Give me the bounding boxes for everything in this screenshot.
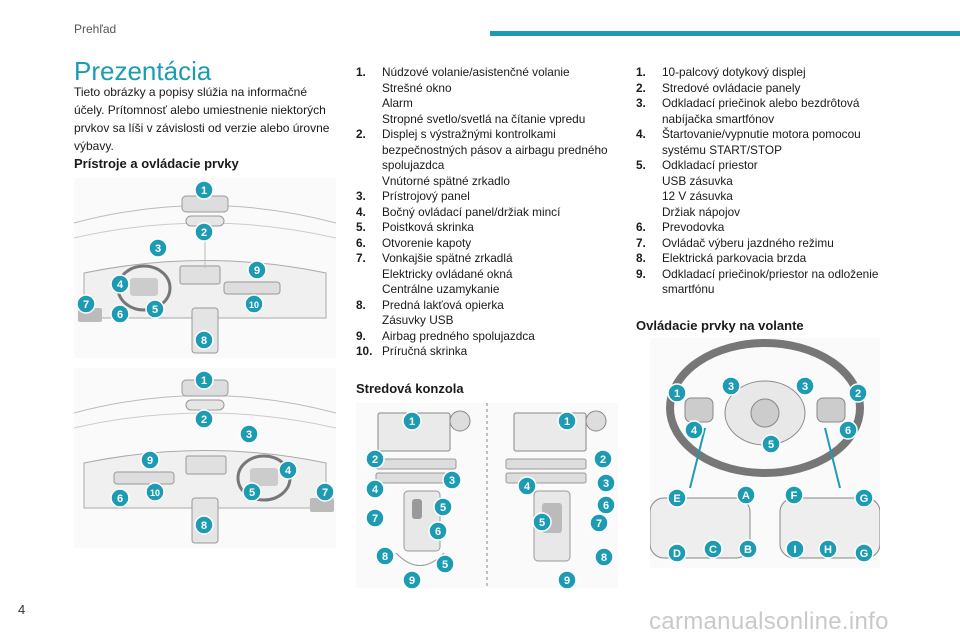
list-item-number: 10. <box>356 344 373 358</box>
intro-paragraph: Tieto obrázky a popisy slúžia na informa… <box>74 85 330 153</box>
list-item-number: 4. <box>636 127 646 141</box>
list-item: 9. Airbag predného spolujazdca <box>356 329 616 345</box>
list-item-text: Prístrojový panel <box>382 189 470 203</box>
list-item: 1. 10-palcový dotykový displej <box>636 65 896 81</box>
list-item-text: Odkladací priestor <box>662 158 758 172</box>
list-item-number: 7. <box>636 235 646 250</box>
list-item: 4. Štartovanie/vypnutie motora pomocou sy… <box>636 127 896 158</box>
list-item-text: Držiak nápojov <box>662 204 741 219</box>
list-item-text: Predná lakťová opierka <box>382 297 504 312</box>
list-item-text: Elektrická parkovacia brzda <box>662 251 807 265</box>
list-item-number: 8. <box>636 251 646 265</box>
list-item-text: Stredové ovládacie panely <box>662 80 801 95</box>
list-item-number: 2. <box>636 80 646 95</box>
list-item-number: 1. <box>636 65 646 79</box>
list-item: 7. Ovládač výberu jazdného režimu <box>636 236 896 252</box>
header-section-label: Prehľad <box>74 22 117 36</box>
dashboard-lhd-illustration <box>74 178 336 358</box>
console-numbered-list: 1. 10-palcový dotykový displej 2. Stredové … <box>636 65 896 298</box>
list-item-text: Odkladací priečinok alebo bezdrôtová nab… <box>662 96 860 126</box>
list-item: 3. Odkladací priečinok alebo bezdrôtová n… <box>636 96 896 127</box>
list-item-number: 9. <box>636 266 646 281</box>
list-item-number: 6. <box>636 220 646 234</box>
list-item-text: Núdzové volanie/asistenčné volanie <box>382 65 570 79</box>
list-item-number: 3. <box>356 189 366 203</box>
watermark: carmanualsonline.info <box>649 608 889 635</box>
list-item-number: 4. <box>356 204 366 219</box>
list-item: 10. Príručná skrinka <box>356 344 616 360</box>
center-console-heading: Stredová konzola <box>356 381 464 396</box>
header-accent-bar <box>490 31 960 36</box>
list-item-text: Alarm <box>382 96 413 110</box>
list-item-number: 1. <box>356 65 366 79</box>
list-item-text: 10-palcový dotykový displej <box>662 65 806 79</box>
page-title: Prezentácia <box>74 56 212 86</box>
list-item-number: 9. <box>356 328 366 343</box>
list-item: 5. Poistková skrinka <box>356 220 616 236</box>
page-number: 4 <box>18 602 26 617</box>
list-item: 6. Prevodovka <box>636 220 896 236</box>
list-item-text: Otvorenie kapoty <box>382 235 472 250</box>
list-item-number: 3. <box>636 96 646 110</box>
list-item-text: Prevodovka <box>662 220 725 234</box>
list-item-text: Príručná skrinka <box>382 344 468 358</box>
list-item-text: Displej s výstražnými kontrolkami bezpeč… <box>382 127 608 172</box>
list-item-number: 2. <box>356 127 366 141</box>
list-item-text: Vonkajšie spätné zrkadlá <box>382 251 513 265</box>
list-item-text: Zásuvky USB <box>382 313 454 327</box>
steering-wheel-illustration <box>650 338 880 568</box>
list-item-text: Bočný ovládací panel/držiak mincí <box>382 204 561 219</box>
console-list: 1. 10-palcový dotykový displej 2. Stredové … <box>636 65 896 298</box>
steering-heading: Ovládacie prvky na volante <box>636 318 804 333</box>
list-item-number: 5. <box>356 220 366 234</box>
list-item-text: Strešné okno <box>382 80 452 95</box>
list-item-text: Ovládač výberu jazdného režimu <box>662 235 834 250</box>
list-item-text: 12 V zásuvka <box>662 189 733 203</box>
list-item: 3. Prístrojový panel <box>356 189 616 205</box>
list-item-text: Stropné svetlo/svetlá na čítanie vpredu <box>382 111 586 126</box>
list-item-text: Vnútorné spätné zrkadlo <box>382 173 510 188</box>
list-item-text: Centrálne uzamykanie <box>382 282 500 296</box>
dashboard-rhd-illustration <box>74 368 336 548</box>
list-item-number: 5. <box>636 158 646 172</box>
list-item: 4. Bočný ovládací panel/držiak mincí <box>356 205 616 221</box>
list-item-number: 8. <box>356 297 366 312</box>
list-item: 6. Otvorenie kapoty <box>356 236 616 252</box>
instruments-heading: Prístroje a ovládacie prvky <box>74 156 239 171</box>
list-item-number: 6. <box>356 235 366 250</box>
center-console-illustration <box>356 403 618 588</box>
list-item-text: Airbag predného spolujazdca <box>382 328 535 343</box>
list-item-number: 7. <box>356 251 366 265</box>
list-item-text: Štartovanie/vypnutie motora pomocou syst… <box>662 127 861 157</box>
list-item: 9. Odkladací priečinok/priestor na odlože… <box>636 267 896 298</box>
list-item-text: Elektricky ovládané okná <box>382 266 513 281</box>
list-item-text: Poistková skrinka <box>382 220 474 234</box>
list-item: 8. Elektrická parkovacia brzda <box>636 251 896 267</box>
list-item-text: Odkladací priečinok/priestor na odloženi… <box>662 266 879 297</box>
list-item-text: USB zásuvka <box>662 173 733 188</box>
list-item: 2. Stredové ovládacie panely <box>636 81 896 97</box>
list-item: 2. Displej s výstražnými kontrolkami bezp… <box>356 127 616 189</box>
